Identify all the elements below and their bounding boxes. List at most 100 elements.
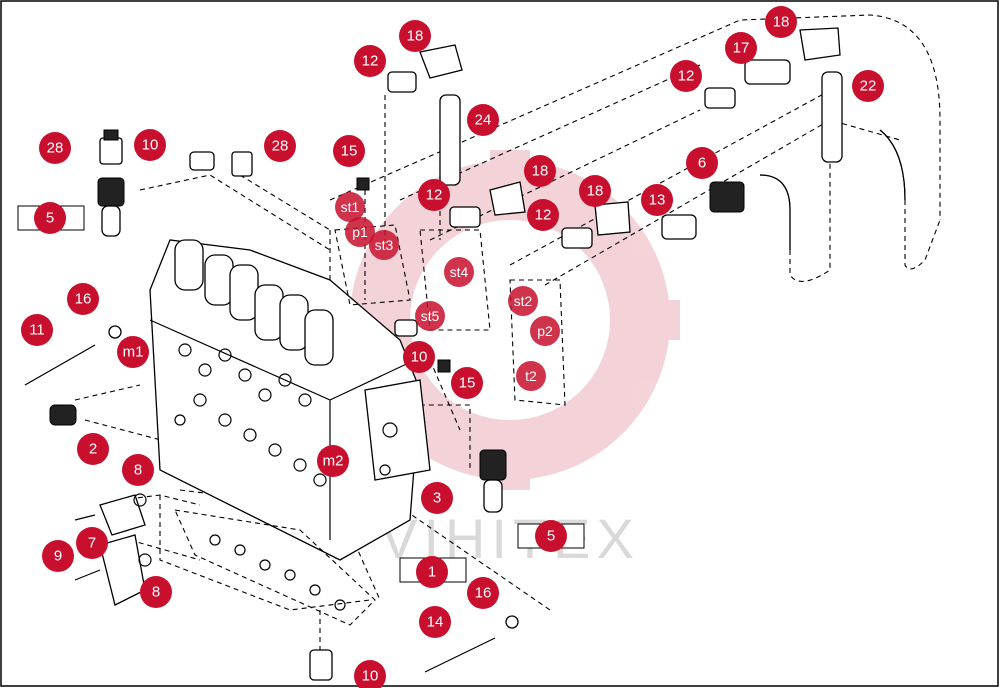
callout-badge: 8 — [122, 454, 154, 486]
callout-badge: 15 — [451, 367, 483, 399]
callout-circle — [117, 336, 149, 368]
callout-circle — [21, 314, 53, 346]
callout-circle — [451, 367, 483, 399]
solenoid-coils — [174, 239, 334, 366]
callout-badge: 12 — [527, 199, 559, 231]
callout-badge: m2 — [317, 445, 349, 477]
callout-badge: 18 — [579, 175, 611, 207]
port-tag-circle — [369, 230, 399, 260]
callout-circle — [354, 660, 386, 688]
callout-badge: 5 — [34, 202, 66, 234]
valve-block — [149, 239, 431, 561]
port-tag-label: st2 — [514, 293, 533, 309]
callout-badge: m1 — [117, 336, 149, 368]
callout-label: 14 — [427, 614, 444, 631]
callout-circle — [403, 341, 435, 373]
callout-circle — [354, 45, 386, 77]
port-tag: p2 — [530, 316, 560, 346]
callout-label: 5 — [547, 528, 555, 545]
callout-label: 2 — [89, 441, 97, 458]
callout-label: 12 — [362, 53, 379, 70]
callout-badge: 10 — [403, 341, 435, 373]
port-groups — [334, 224, 566, 406]
port-tag: st2 — [508, 286, 538, 316]
callout-badge: 16 — [67, 283, 99, 315]
callout-badge: 12 — [418, 179, 450, 211]
callout-circle — [419, 606, 451, 638]
callout-circle — [134, 129, 166, 161]
callout-label: 13 — [649, 192, 666, 209]
callout-label: 10 — [362, 668, 379, 685]
callout-label: 12 — [678, 68, 695, 85]
callout-circle — [527, 199, 559, 231]
port-tag-circle — [444, 257, 474, 287]
port-tag: st1 — [335, 192, 365, 222]
callout-label: 10 — [411, 349, 428, 366]
callout-label: 8 — [134, 462, 142, 479]
callout-circle — [418, 179, 450, 211]
callout-badge: 1 — [416, 556, 448, 588]
callout-label: 6 — [698, 155, 706, 172]
callout-label: 24 — [475, 112, 492, 129]
callout-badge: 10 — [134, 129, 166, 161]
callout-circle — [77, 433, 109, 465]
callout-circle — [39, 132, 71, 164]
callout-circle — [76, 527, 108, 559]
port-tag: p1 — [345, 217, 375, 247]
callout-label: m2 — [323, 453, 344, 470]
port-tag-label: p1 — [352, 224, 368, 240]
callout-label: 22 — [860, 78, 877, 95]
callout-circle — [579, 175, 611, 207]
callout-circle — [317, 445, 349, 477]
callout-circle — [852, 70, 884, 102]
port-tag: st3 — [369, 230, 399, 260]
callout-badge: 13 — [641, 184, 673, 216]
port-tag-circle — [415, 301, 445, 331]
callout-circle — [399, 20, 431, 52]
callout-label: 18 — [773, 14, 790, 31]
callout-label: 11 — [29, 322, 45, 339]
callout-badge: 5 — [535, 520, 567, 552]
callout-circle — [67, 283, 99, 315]
callout-badge: 18 — [399, 20, 431, 52]
mounting-plate-holes — [174, 343, 327, 487]
port-tag-circle — [335, 192, 365, 222]
port-tag-circle — [508, 286, 538, 316]
callout-label: 28 — [47, 140, 64, 157]
callout-label: 17 — [733, 40, 750, 57]
callout-label: 8 — [152, 584, 160, 601]
callout-label: 28 — [272, 138, 289, 155]
callout-badge: 9 — [42, 540, 74, 572]
callout-circle — [641, 184, 673, 216]
callout-label: 18 — [407, 28, 424, 45]
callout-circle — [467, 577, 499, 609]
callout-badge: 15 — [333, 135, 365, 167]
callout-badge: 3 — [421, 482, 453, 514]
port-tag: st5 — [415, 301, 445, 331]
callout-label: 12 — [535, 207, 552, 224]
port-tag-label: p2 — [537, 323, 553, 339]
fittings — [24, 27, 906, 681]
callout-label: 18 — [587, 183, 604, 200]
port-tag-circle — [345, 217, 375, 247]
callout-badge: 18 — [524, 155, 556, 187]
callout-badge: 28 — [39, 132, 71, 164]
callout-badge: 28 — [264, 130, 296, 162]
callout-circle — [34, 202, 66, 234]
port-tag-label: st5 — [421, 308, 440, 324]
callout-badge: 14 — [419, 606, 451, 638]
callout-circle — [416, 556, 448, 588]
callout-badge: 12 — [670, 60, 702, 92]
callout-label: 15 — [459, 375, 476, 392]
callout-badge: 7 — [76, 527, 108, 559]
callout-badge: 10 — [354, 660, 386, 688]
callout-badge: 12 — [354, 45, 386, 77]
callout-circle — [42, 540, 74, 572]
callout-badge: 17 — [725, 32, 757, 64]
callout-badge: 16 — [467, 577, 499, 609]
callout-label: 9 — [54, 548, 62, 565]
